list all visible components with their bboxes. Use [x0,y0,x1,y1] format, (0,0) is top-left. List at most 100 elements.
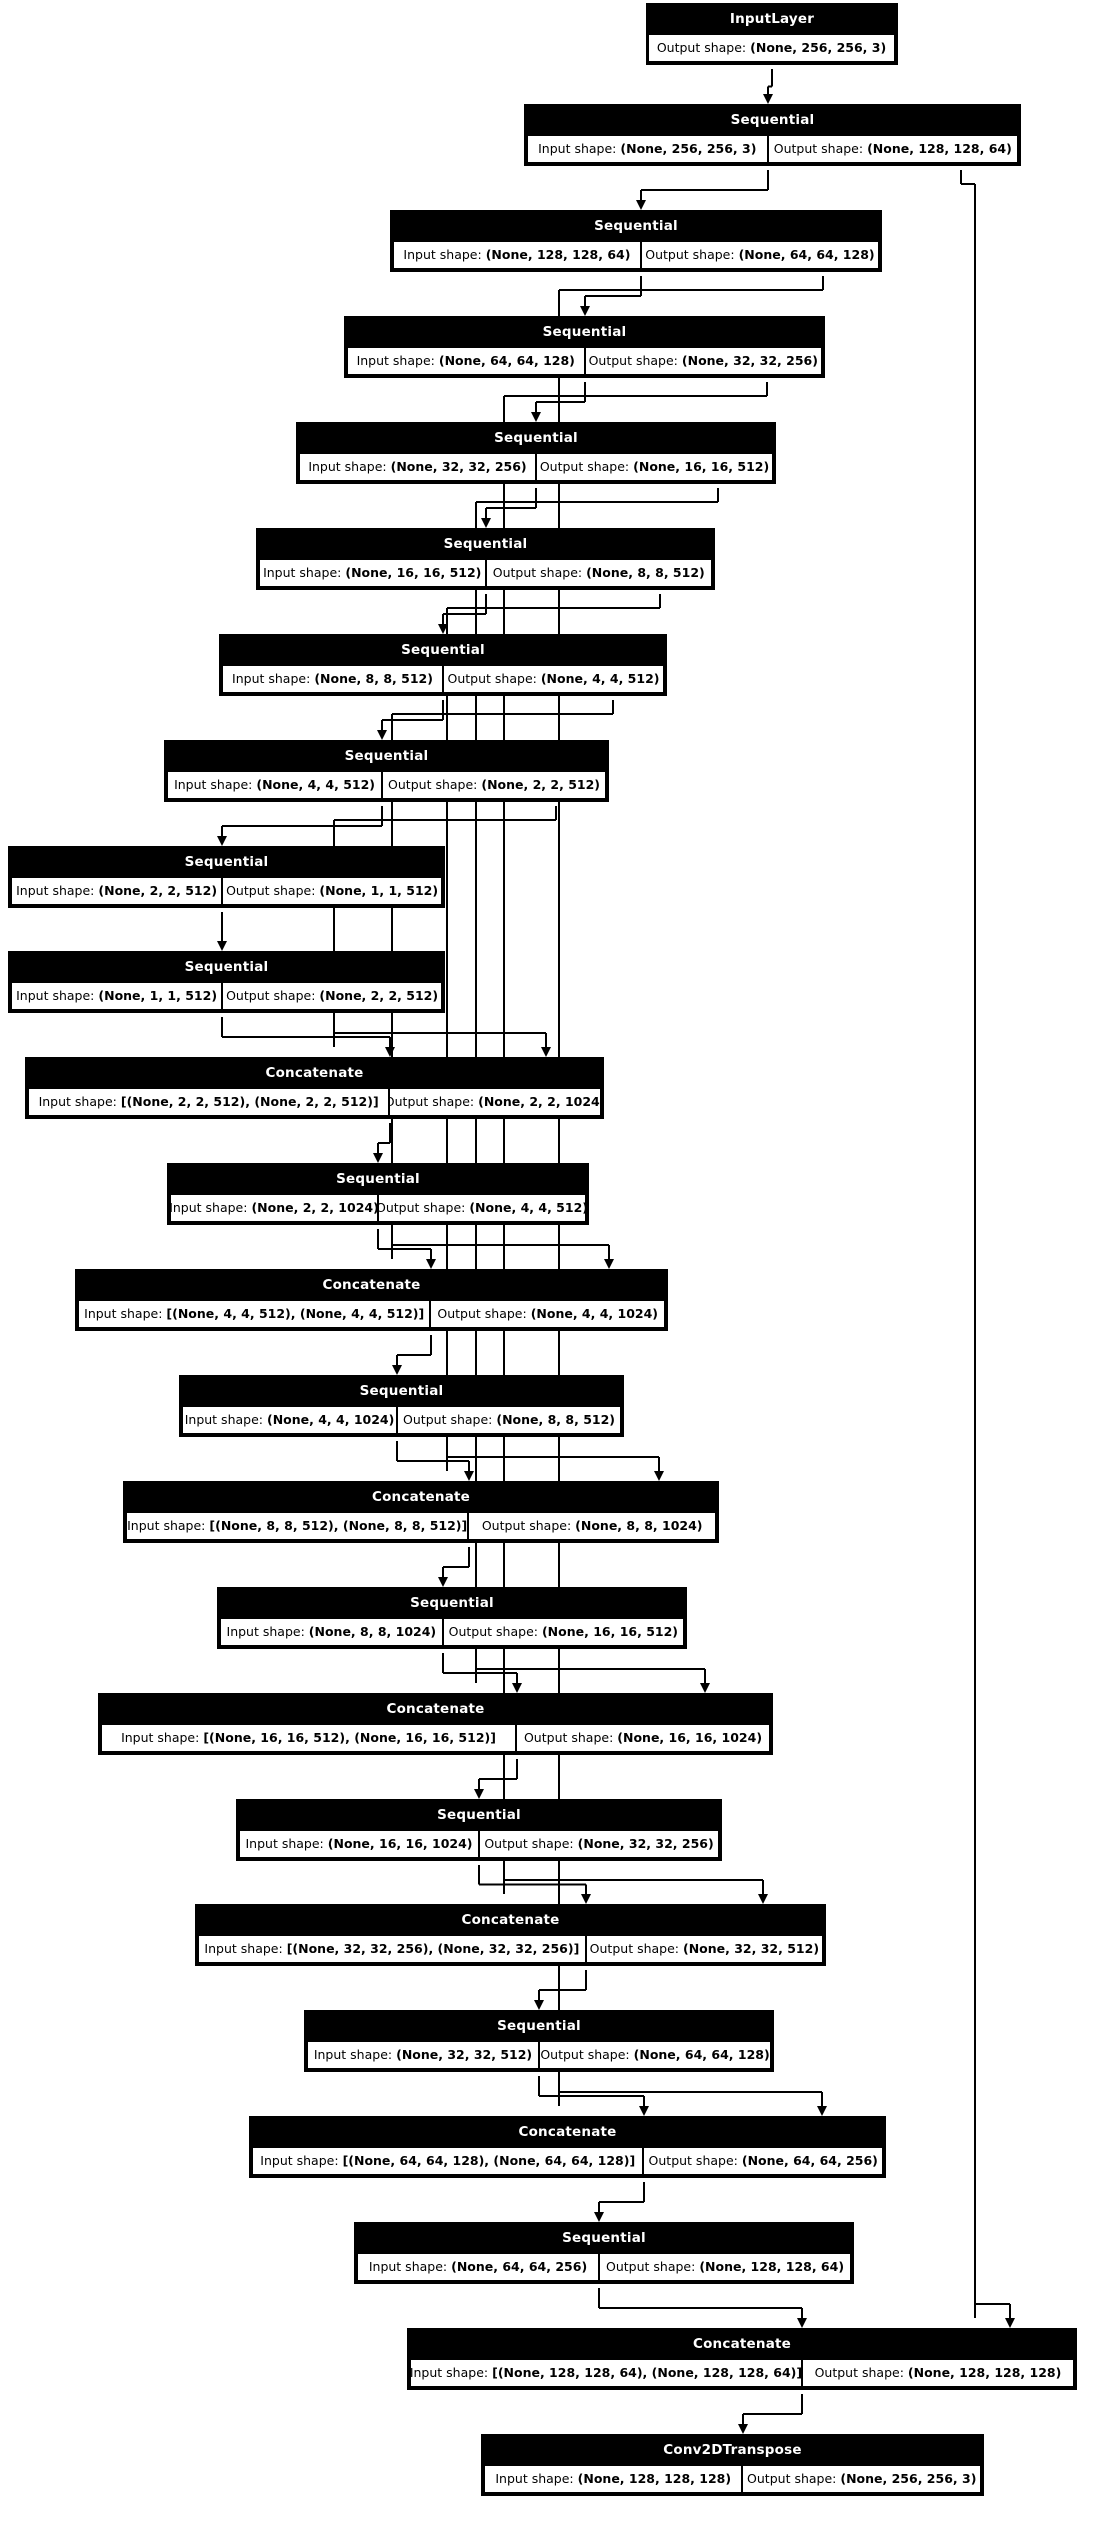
node-type-label: Conv2DTranspose [483,2436,982,2464]
node-output-shape: Output shape:(None, 4, 4, 512) [378,1193,587,1223]
node-input-shape: Input shape:[(None, 8, 8, 512), (None, 8… [125,1511,469,1541]
node-input-shape: Input shape:(None, 32, 32, 512) [306,2040,539,2070]
node-shape-row: Input shape:(None, 16, 16, 1024)Output s… [238,1829,720,1859]
arrow-head [531,412,541,422]
node-output-shape: Output shape:(None, 8, 8, 512) [485,558,713,588]
node-input-shape: Input shape:(None, 16, 16, 1024) [238,1829,479,1859]
arrow-head [639,2106,649,2116]
node-shape-row: Input shape:(None, 1, 1, 512)Output shap… [10,981,443,1011]
arrow-head [217,836,227,846]
arrow-head [581,1894,591,1904]
node-input-shape: Input shape:(None, 64, 64, 256) [356,2252,600,2282]
node-input-shape: Input shape:(None, 256, 256, 3) [526,134,768,164]
node-shape-row: Input shape:(None, 64, 64, 128)Output sh… [346,346,823,376]
arrow-head [1005,2318,1015,2328]
arrow-head [738,2424,748,2434]
node-type-label: Concatenate [409,2330,1075,2358]
node-input-shape: Input shape:(None, 4, 4, 1024) [181,1405,398,1435]
node-input-shape: Input shape:[(None, 128, 128, 64), (None… [409,2358,802,2388]
arrow-head [438,1577,448,1587]
arrow-head [385,1047,395,1057]
node-type-label: InputLayer [648,5,896,33]
node-input-shape: Input shape:(None, 16, 16, 512) [258,558,486,588]
node-shape-row: Input shape:(None, 32, 32, 512)Output sh… [306,2040,772,2070]
node-output-shape: Output shape:(None, 128, 128, 128) [801,2358,1075,2388]
node-shape-row: Input shape:[(None, 16, 16, 512), (None,… [100,1723,771,1753]
node-shape-row: Input shape:(None, 64, 64, 256)Output sh… [356,2252,852,2282]
node-output-shape: Output shape:(None, 1, 1, 512) [222,876,443,906]
arrow-head [797,2318,807,2328]
arrow-head [541,1047,551,1057]
node-output-shape: Output shape:(None, 256, 256, 3) [648,33,896,63]
node-type-label: Sequential [169,1165,587,1193]
arrow-head [594,2212,604,2222]
node-shape-row: Input shape:[(None, 128, 128, 64), (None… [409,2358,1075,2388]
node-shape-row: Input shape:(None, 2, 2, 1024)Output sha… [169,1193,587,1223]
node-type-label: Sequential [238,1801,720,1829]
node-output-shape: Output shape:(None, 64, 64, 256) [643,2146,884,2176]
arrow-head [426,1259,436,1269]
node-shape-row: Input shape:(None, 4, 4, 1024)Output sha… [181,1405,622,1435]
node-output-shape: Output shape:(None, 64, 64, 128) [640,240,880,270]
node-type-label: Sequential [181,1377,622,1405]
node-shape-row: Input shape:(None, 128, 128, 128)Output … [483,2464,982,2494]
node-input-shape: Input shape:(None, 128, 128, 64) [392,240,641,270]
node-type-label: Concatenate [251,2118,884,2146]
node-shape-row: Input shape:(None, 256, 256, 3)Output sh… [526,134,1019,164]
node-input-shape: Input shape:(None, 1, 1, 512) [10,981,223,1011]
node-input-shape: Input shape:[(None, 16, 16, 512), (None,… [100,1723,517,1753]
node-output-shape: Output shape:(None, 2, 2, 1024) [389,1087,602,1117]
node-type-label: Sequential [219,1589,685,1617]
node-type-label: Sequential [10,953,443,981]
node-shape-row: Input shape:(None, 128, 128, 64)Output s… [392,240,880,270]
node-type-label: Sequential [258,530,713,558]
node-input-shape: Input shape:(None, 64, 64, 128) [346,346,585,376]
node-shape-row: Input shape:(None, 4, 4, 512)Output shap… [166,770,607,800]
node-input-shape: Input shape:(None, 8, 8, 512) [221,664,443,694]
arrow-head [464,1471,474,1481]
arrow-head [481,518,491,528]
node-type-label: Sequential [526,106,1019,134]
arrow-head [373,1153,383,1163]
node-type-label: Concatenate [77,1271,666,1299]
node-type-label: Concatenate [100,1695,771,1723]
node-type-label: Sequential [166,742,607,770]
node-type-label: Sequential [392,212,880,240]
arrow-head [700,1683,710,1693]
node-type-label: Sequential [10,848,443,876]
node-output-shape: Output shape:(None, 4, 4, 512) [443,664,665,694]
node-shape-row: Input shape:[(None, 8, 8, 512), (None, 8… [125,1511,717,1541]
node-input-shape: Input shape:(None, 4, 4, 512) [166,770,383,800]
node-output-shape: Output shape:(None, 16, 16, 512) [442,1617,685,1647]
arrow-head [377,730,387,740]
arrow-head [636,200,646,210]
node-type-label: Concatenate [27,1059,602,1087]
node-output-shape: Output shape:(None, 16, 16, 1024) [516,1723,771,1753]
arrow-head [580,306,590,316]
